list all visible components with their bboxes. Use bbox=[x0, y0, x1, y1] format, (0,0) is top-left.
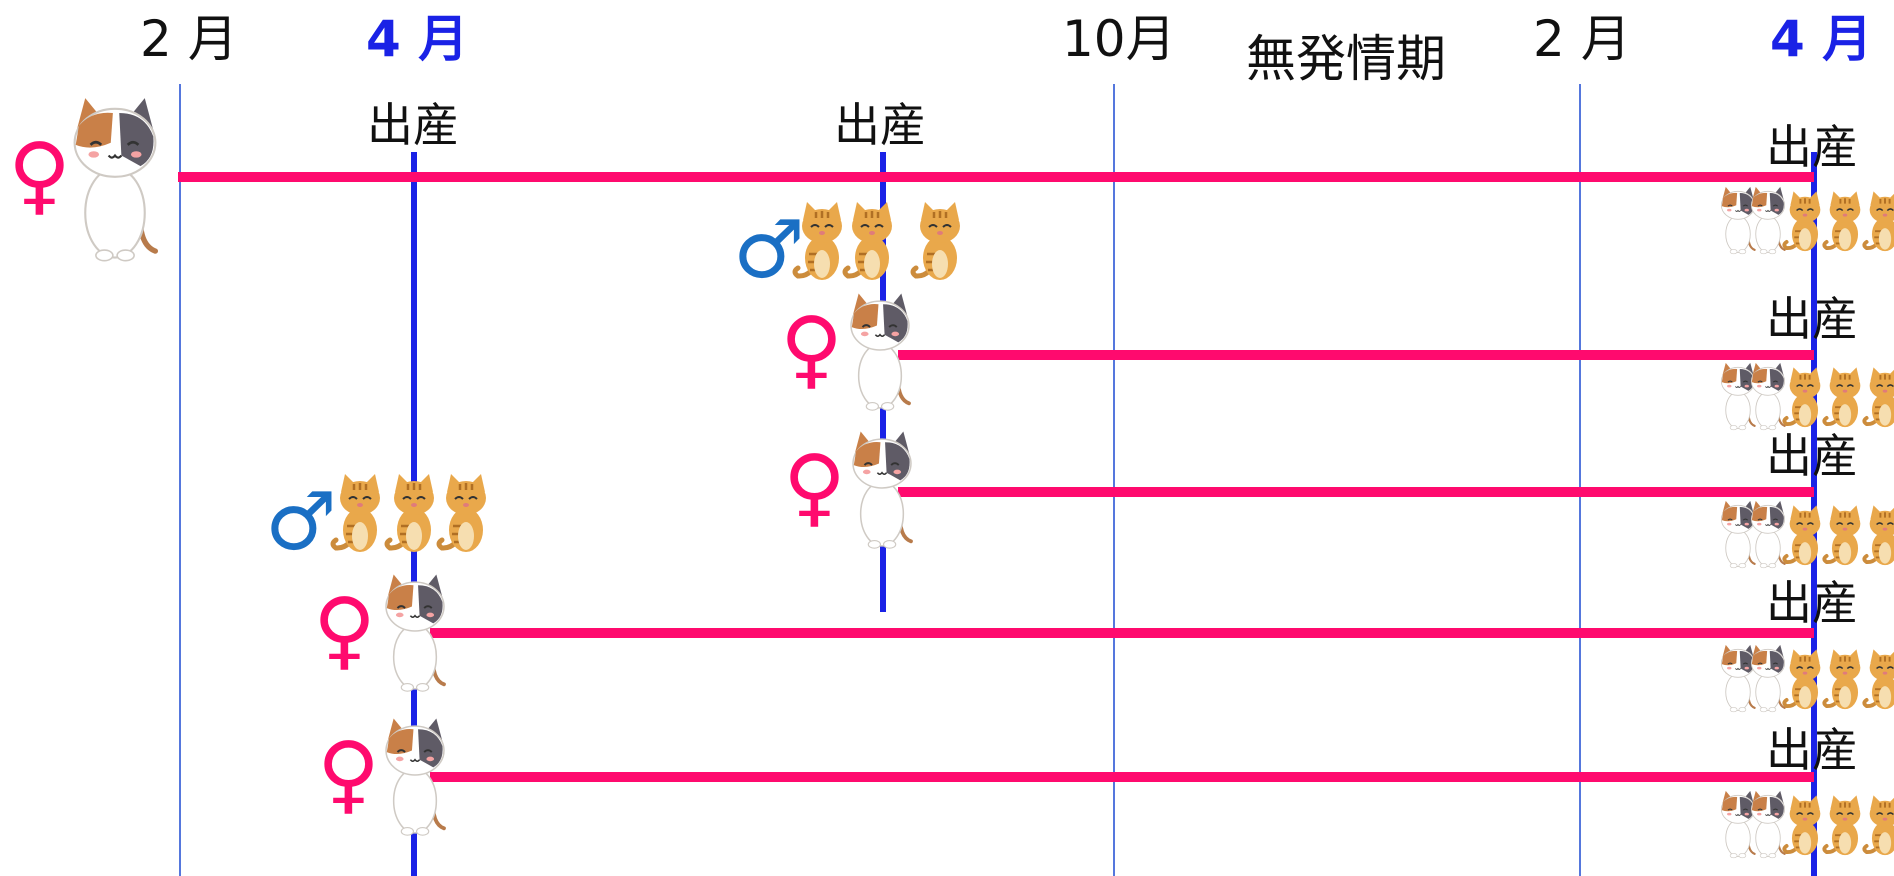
tabby-kitten-icon bbox=[384, 470, 444, 558]
male-symbol-oct: ♂ bbox=[733, 203, 805, 296]
female-symbol-apr-2: ♀ bbox=[317, 724, 380, 824]
birth-label-oct: 出産 bbox=[834, 98, 926, 152]
tabby-kitten-icon bbox=[842, 198, 902, 286]
birth-label-apr: 出産 bbox=[367, 98, 459, 152]
month-label-oct: 10月 bbox=[1062, 10, 1176, 68]
month-label-feb: 2 月 bbox=[140, 10, 238, 68]
female-symbol-mother: ♀ bbox=[8, 125, 71, 225]
tabby-kitten-icon bbox=[330, 470, 390, 558]
birth-label-next-3: 出産 bbox=[1766, 429, 1858, 483]
male-symbol-apr: ♂ bbox=[265, 475, 337, 568]
birth-label-next-4: 出産 bbox=[1766, 576, 1858, 630]
female-symbol-oct-1: ♀ bbox=[780, 299, 843, 399]
tabby-kitten-icon bbox=[436, 470, 496, 558]
anestrus-label: 無発情期 bbox=[1246, 30, 1446, 88]
tabby-kitten-icon bbox=[1862, 365, 1894, 430]
tabby-kitten-icon bbox=[1862, 647, 1894, 712]
calico-cat-icon bbox=[849, 291, 911, 413]
birth-label-next-1: 出産 bbox=[1766, 120, 1858, 174]
tabby-kitten-icon bbox=[910, 198, 970, 286]
birth-label-next-2: 出産 bbox=[1766, 292, 1858, 346]
tabby-kitten-icon bbox=[1862, 503, 1894, 568]
calico-cat-icon bbox=[384, 572, 446, 694]
tabby-kitten-icon bbox=[1862, 189, 1894, 254]
month-label-apr-next: 4 月 bbox=[1770, 10, 1873, 68]
tabby-kitten-icon bbox=[1862, 793, 1894, 858]
month-label-feb-next: 2 月 bbox=[1533, 10, 1631, 68]
calico-cat-icon bbox=[384, 716, 446, 838]
birth-label-next-5: 出産 bbox=[1766, 723, 1858, 777]
female-symbol-oct-2: ♀ bbox=[783, 437, 846, 537]
calico-cat-icon bbox=[60, 96, 170, 266]
month-label-apr: 4 月 bbox=[366, 10, 469, 68]
calico-cat-icon bbox=[851, 429, 913, 551]
female-symbol-apr-1: ♀ bbox=[313, 580, 376, 680]
